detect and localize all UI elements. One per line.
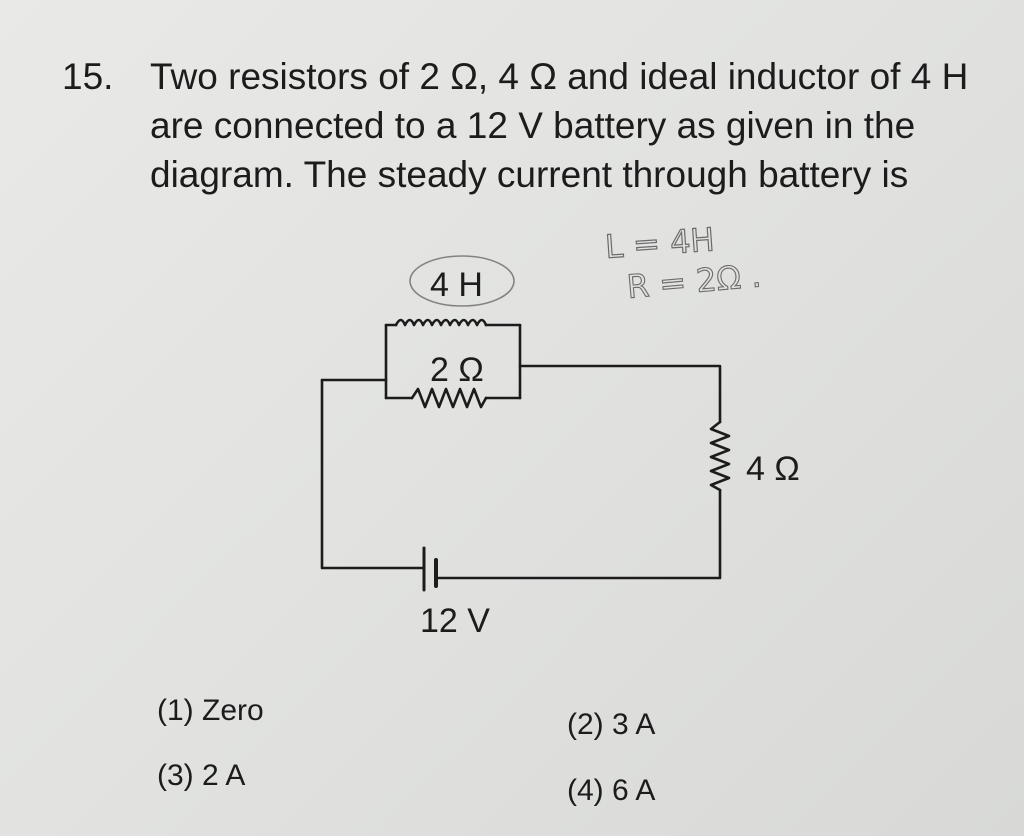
battery-label: 12 V — [420, 602, 490, 640]
option-2-number: (2) — [567, 708, 604, 741]
handwritten-note-inductance: L = 4H — [604, 220, 716, 266]
question-number: 15. — [62, 56, 114, 97]
option-1[interactable]: (1) Zero — [157, 694, 264, 728]
wire-left — [320, 378, 426, 570]
option-1-text: Zero — [202, 694, 264, 727]
handwritten-note-resistance: R = 2Ω . — [625, 256, 762, 306]
option-2-text: 3 A — [612, 708, 656, 741]
option-3-number: (3) — [157, 759, 194, 792]
option-3[interactable]: (3) 2 A — [157, 759, 245, 793]
handwritten-circle — [409, 255, 515, 307]
resistor-2ohm-label: 2 Ω — [430, 351, 484, 389]
option-4[interactable]: (4) 6 A — [567, 774, 655, 808]
resistor-4ohm-zigzag — [709, 420, 731, 492]
resistor-2ohm-zigzag — [410, 387, 488, 409]
question-text: Two resistors of 2 Ω, 4 Ω and ideal indu… — [150, 56, 969, 195]
inductor-label: 4 H — [430, 266, 483, 304]
wire-top-right — [518, 364, 722, 424]
wire-bottom-right — [436, 488, 722, 580]
option-4-text: 6 A — [612, 774, 656, 807]
inductor-coil — [394, 318, 488, 327]
option-4-number: (4) — [567, 774, 604, 807]
option-3-text: 2 A — [202, 759, 246, 792]
option-2[interactable]: (2) 3 A — [567, 708, 655, 742]
option-1-number: (1) — [157, 694, 194, 727]
resistor-4ohm-label: 4 Ω — [746, 450, 800, 488]
